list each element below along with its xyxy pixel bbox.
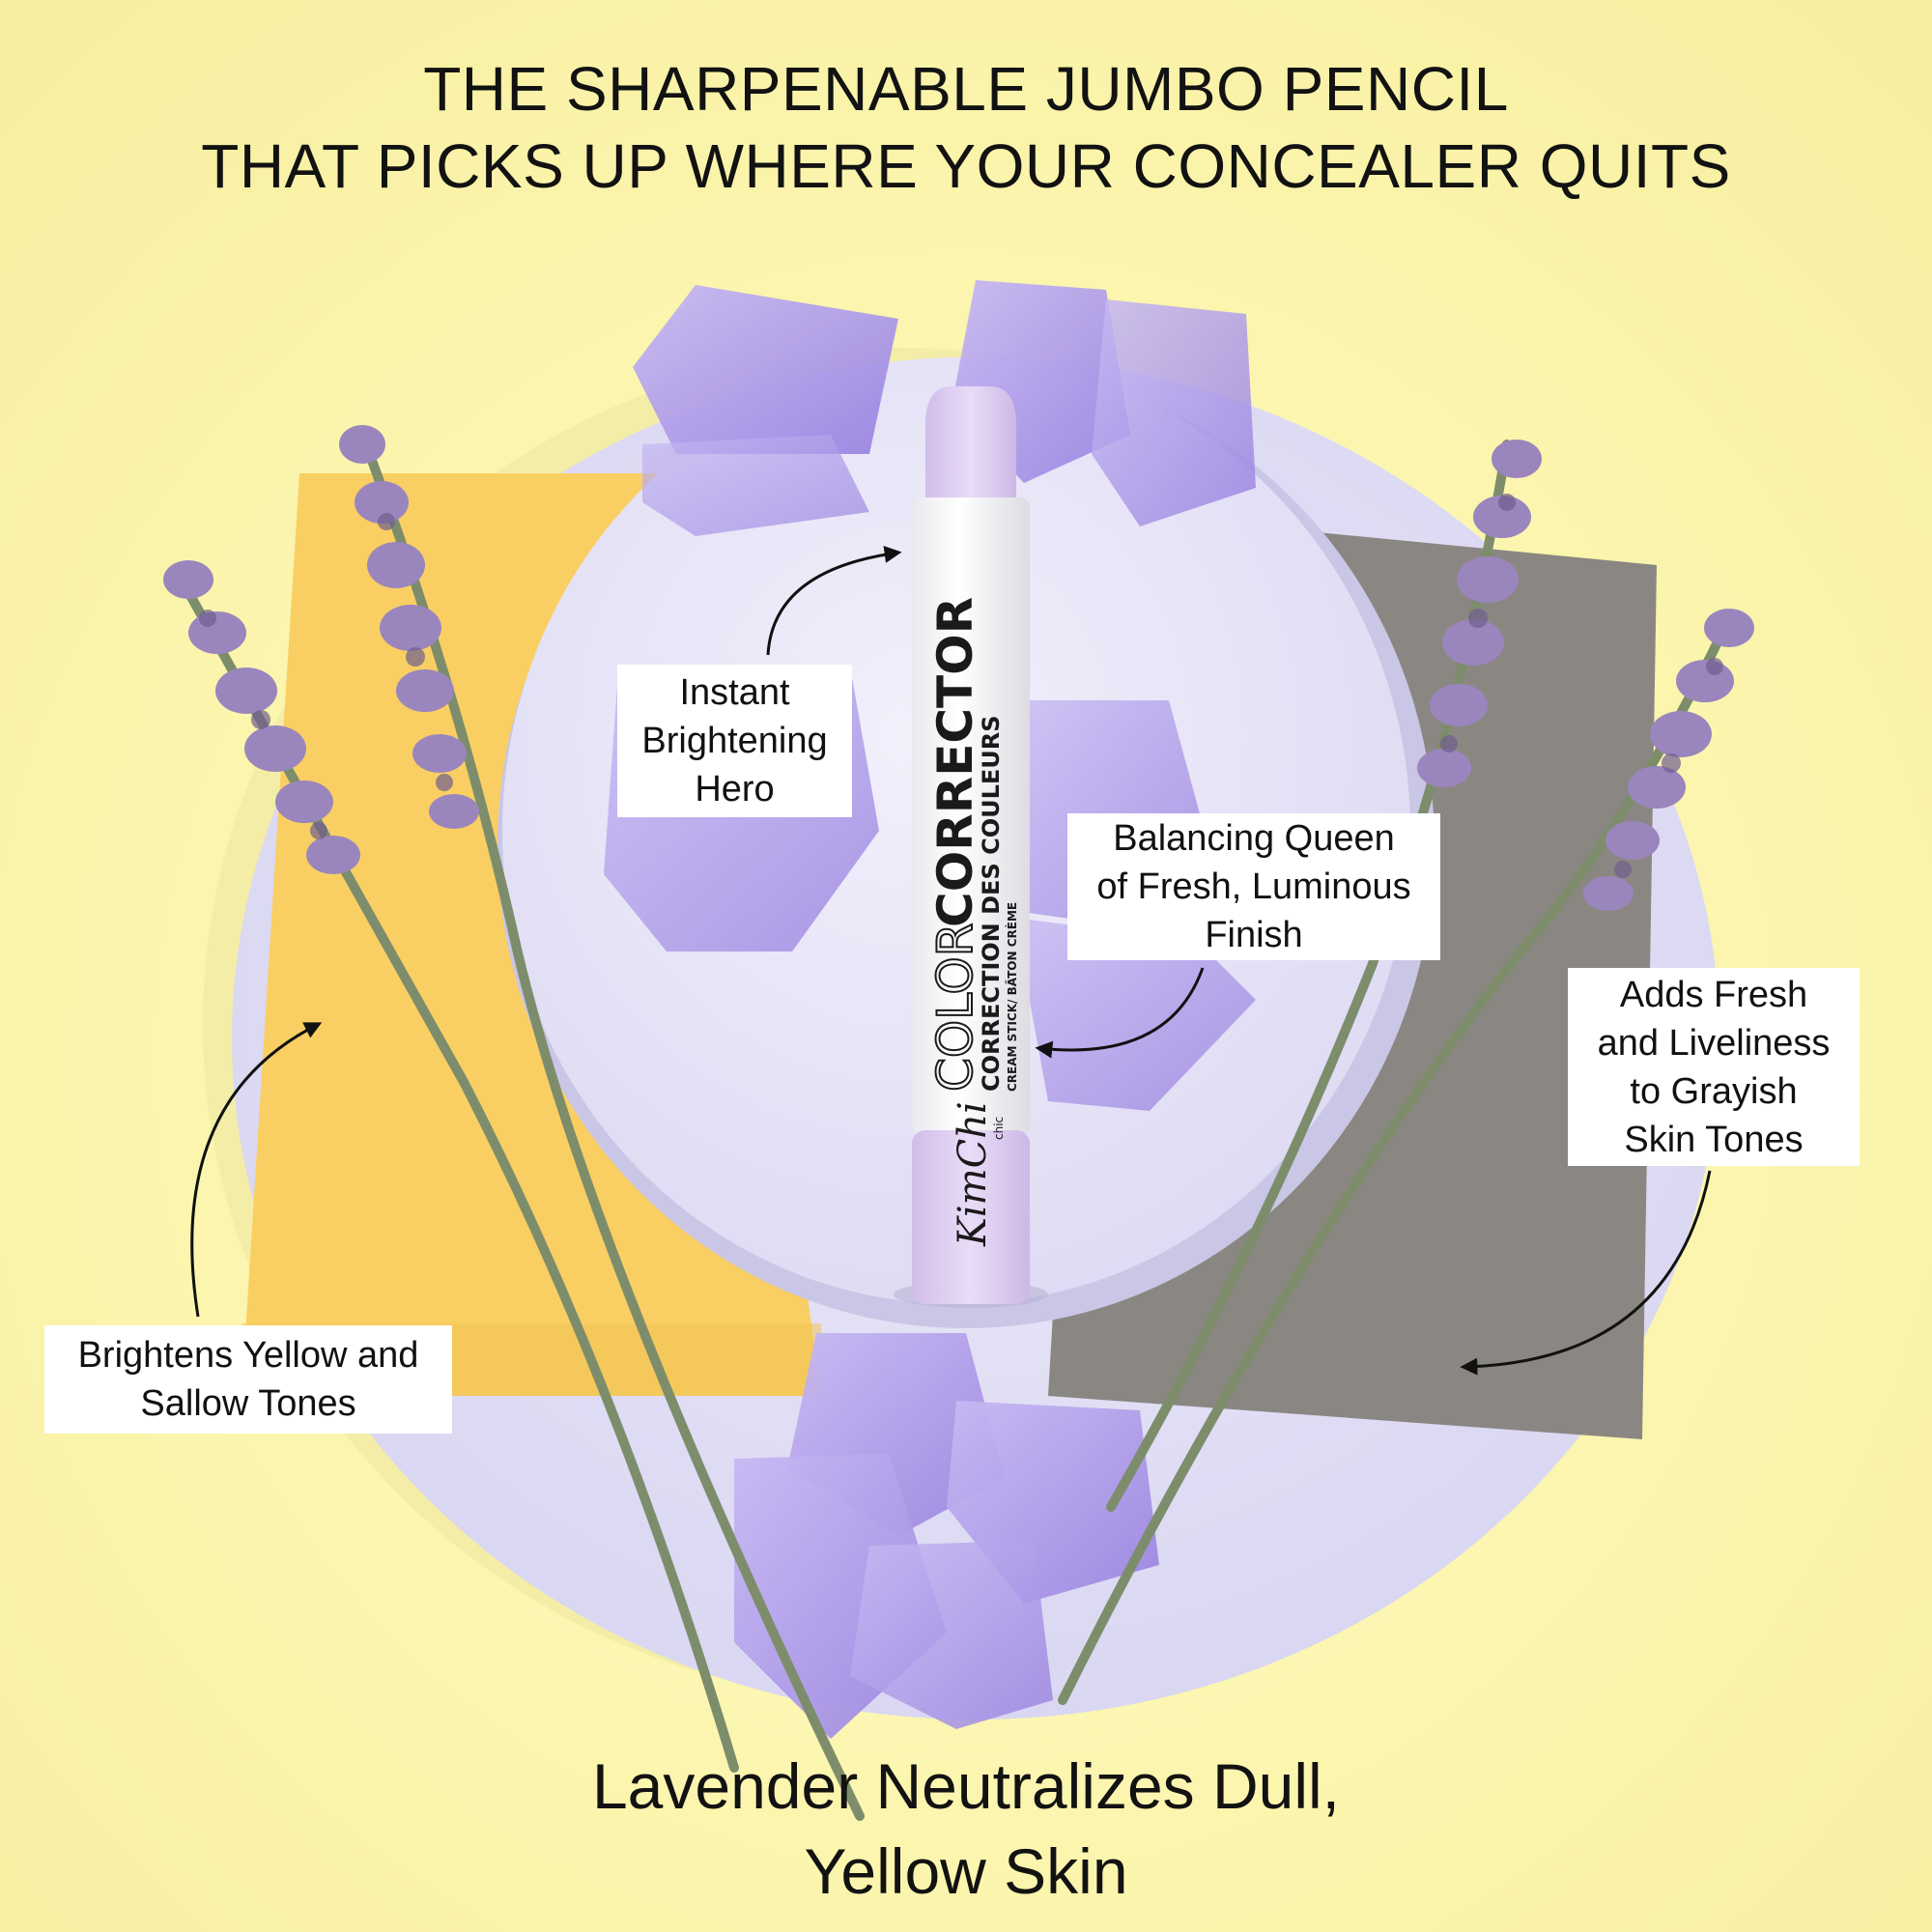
lavender-sprig-right	[1058, 440, 1754, 1705]
callout-line: to Grayish	[1630, 1070, 1798, 1112]
callout-line: Brightening	[641, 721, 828, 761]
glass-piece	[633, 285, 898, 454]
arrow-instant	[766, 546, 902, 656]
callout-line: of Fresh, Luminous	[1096, 867, 1411, 907]
lavender-sprig-left	[163, 425, 865, 1821]
tagline: Lavender Neutralizes Dull, Yellow Skin	[0, 1744, 1932, 1914]
pencil-brand-sub: chic	[992, 1117, 1006, 1140]
pencil-print: CORRECTOR COLOR CORRECTION DES COULEURS …	[926, 597, 1019, 1247]
callout-line: Skin Tones	[1624, 1119, 1804, 1160]
callout-brightens-yellow: Brightens Yellow and Sallow Tones	[44, 1325, 452, 1434]
callout-line: Sallow Tones	[140, 1383, 356, 1424]
arrow-adds	[1460, 1170, 1712, 1376]
pencil-small-text: CREAM STICK/ BÂTON CRÈME	[1005, 902, 1019, 1092]
arrow-balancing	[1035, 967, 1205, 1059]
glass-piece	[1014, 918, 1256, 1111]
callout-line: Instant	[679, 672, 790, 713]
pencil-title-color: COLOR	[927, 923, 983, 1092]
glass-piece	[1092, 299, 1256, 526]
headline-line-1: THE SHARPENABLE JUMBO PENCIL	[423, 54, 1509, 124]
arrow-brightens	[190, 1022, 323, 1318]
callout-line: Brightens Yellow and	[77, 1335, 419, 1376]
pencil-brand-logo: KimChi	[951, 1101, 995, 1247]
callout-balancing-queen: Balancing Queen of Fresh, Luminous Finis…	[1067, 813, 1440, 960]
glass-piece	[850, 1541, 1053, 1729]
pencil-subtitle: CORRECTION DES COULEURS	[978, 715, 1005, 1092]
callout-line: Adds Fresh	[1619, 974, 1808, 1015]
callout-line: and Liveliness	[1597, 1022, 1831, 1064]
glass-piece	[642, 435, 869, 536]
pencil-title-corrector: CORRECTOR	[927, 597, 983, 927]
callout-adds-fresh: Adds Fresh and Liveliness to Grayish Ski…	[1568, 968, 1860, 1166]
callout-line: Finish	[1205, 915, 1303, 955]
headline: THE SHARPENABLE JUMBO PENCIL THAT PICKS …	[0, 50, 1932, 205]
callout-instant-brightening: Instant Brightening Hero	[617, 665, 852, 817]
color-corrector-pencil	[894, 386, 1048, 1308]
headline-line-2: THAT PICKS UP WHERE YOUR CONCEALER QUITS	[201, 131, 1731, 201]
callout-line: Balancing Queen	[1113, 818, 1395, 859]
callout-line: Hero	[695, 769, 775, 810]
tagline-line-1: Lavender Neutralizes Dull,	[591, 1750, 1341, 1822]
tagline-line-2: Yellow Skin	[804, 1835, 1128, 1907]
